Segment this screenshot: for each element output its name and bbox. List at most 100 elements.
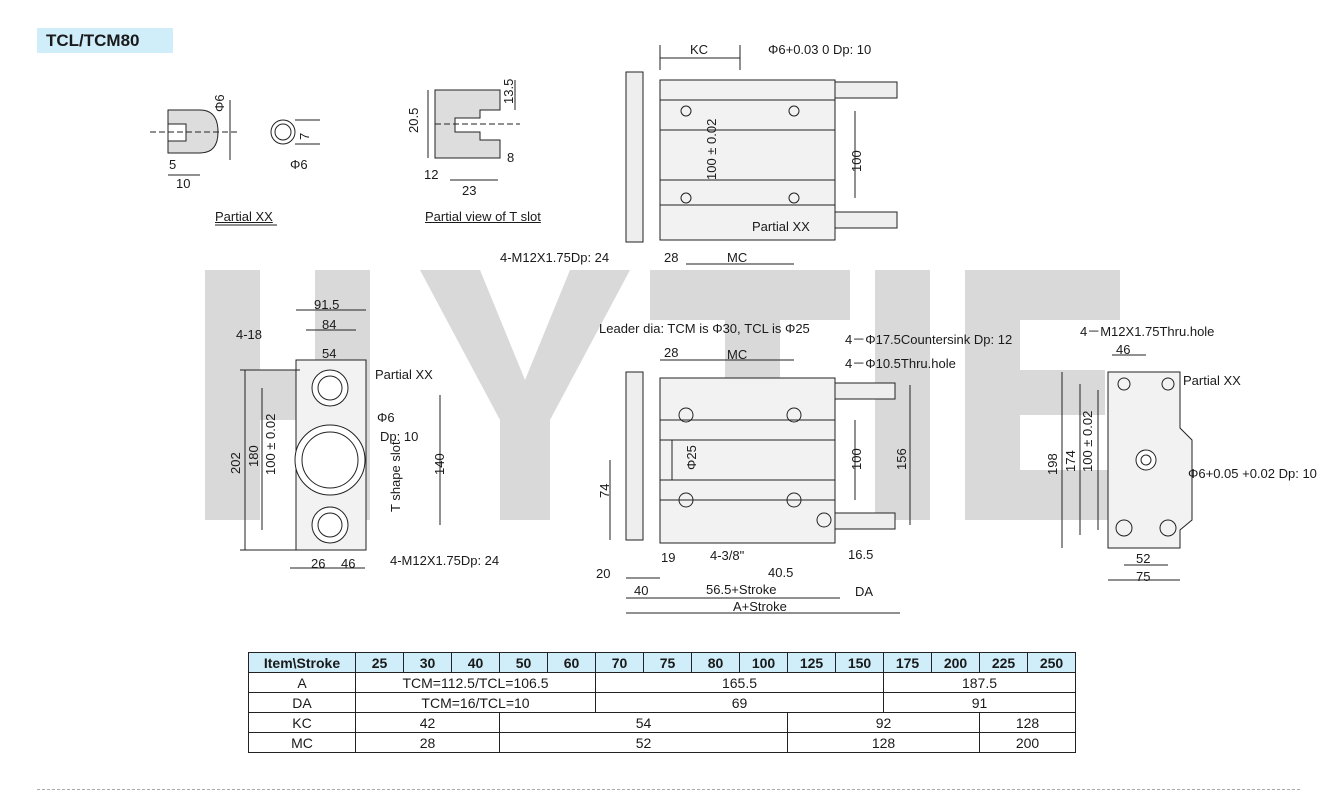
phi25-label: Φ25 <box>684 445 699 470</box>
header-stroke-150: 150 <box>835 652 884 673</box>
dim-75: 75 <box>1136 569 1151 584</box>
table-cell: 42 <box>355 712 500 733</box>
header-stroke-80: 80 <box>691 652 740 673</box>
row-item-label: DA <box>248 692 356 713</box>
header-stroke-70: 70 <box>595 652 644 673</box>
dim-100-front: 100 <box>849 448 864 470</box>
leader-dia-note: Leader dia: TCM is Φ30, TCL is Φ25 <box>599 321 810 336</box>
phi6-side: Φ6 <box>377 410 395 425</box>
dim-180: 180 <box>246 445 261 467</box>
table-cell: TCM=112.5/TCL=106.5 <box>355 672 596 693</box>
dim-4-3-8: 4-3/8" <box>710 548 745 563</box>
dim-198: 198 <box>1045 453 1060 475</box>
t-shape-slot: T shape slot <box>388 441 403 512</box>
dim-100-tol-top: 100 ± 0.02 <box>704 118 719 180</box>
table-cell: 69 <box>595 692 884 713</box>
dim-156: 156 <box>894 448 909 470</box>
table-cell: 91 <box>883 692 1076 713</box>
da-label: DA <box>855 584 874 599</box>
m12-dp24-side: 4-M12X1.75Dp: 24 <box>390 553 500 568</box>
m12-thru-note: 4－M12X1.75Thru.hole <box>1080 324 1215 339</box>
dim-26: 26 <box>311 556 326 571</box>
dim-28-top: 28 <box>664 250 679 265</box>
table-cell: 200 <box>979 732 1076 753</box>
t-slot-detail <box>427 80 520 181</box>
dim-202: 202 <box>228 452 243 474</box>
dim-19: 19 <box>661 550 676 565</box>
header-stroke-60: 60 <box>547 652 596 673</box>
table-cell: 92 <box>787 712 980 733</box>
header-stroke-175: 175 <box>883 652 932 673</box>
t-slot-caption: Partial view of T slot <box>425 209 541 224</box>
partial-xx-top: Partial XX <box>752 219 810 234</box>
table-cell: 54 <box>499 712 788 733</box>
dim-4-18: 4-18 <box>236 327 263 342</box>
divider <box>37 789 1300 790</box>
side-view <box>240 309 441 569</box>
dim-74: 74 <box>597 483 612 498</box>
dim-54: 54 <box>322 346 337 361</box>
dim-13-5: 13.5 <box>501 78 516 104</box>
row-item-label: A <box>248 672 356 693</box>
mc-label-front: MC <box>727 347 748 362</box>
a-stroke: A+Stroke <box>733 599 787 614</box>
phi6-dp10-top: Φ6+0.03 0 Dp: 10 <box>768 42 872 57</box>
table-cell: 165.5 <box>595 672 884 693</box>
stroke-56-5: 56.5+Stroke <box>706 582 777 597</box>
header-stroke-75: 75 <box>643 652 692 673</box>
header-stroke-50: 50 <box>499 652 548 673</box>
table-cell: TCM=16/TCL=10 <box>355 692 596 713</box>
dp10-side: Dp: 10 <box>380 429 419 444</box>
dim-23: 23 <box>462 183 477 198</box>
table-cell: 187.5 <box>883 672 1076 693</box>
dim-46-side: 46 <box>341 556 356 571</box>
partial-xx-detail <box>150 100 320 226</box>
table-cell: 128 <box>979 712 1076 733</box>
m12-dp24-top: 4-M12X1.75Dp: 24 <box>500 250 610 265</box>
header-stroke-100: 100 <box>739 652 788 673</box>
row-item-label: MC <box>248 732 356 753</box>
header-stroke-225: 225 <box>979 652 1028 673</box>
dim-91-5: 91.5 <box>314 297 340 312</box>
phi6-label-b: Φ6 <box>290 157 308 172</box>
row-item-label: KC <box>248 712 356 733</box>
table-cell: 128 <box>787 732 980 753</box>
header-stroke-30: 30 <box>403 652 452 673</box>
dim-8: 8 <box>507 150 515 165</box>
countersink-note: 4－Φ17.5Countersink Dp: 12 <box>845 332 1013 347</box>
dim-100-tol-side: 100 ± 0.02 <box>263 413 278 475</box>
header-stroke-250: 250 <box>1027 652 1076 673</box>
dim-40: 40 <box>634 583 649 598</box>
dim-5: 5 <box>169 157 177 172</box>
partial-xx-caption: Partial XX <box>215 209 273 224</box>
header-stroke-125: 125 <box>787 652 836 673</box>
dim-10: 10 <box>176 176 191 191</box>
dim-7: 7 <box>297 132 312 140</box>
dim-84: 84 <box>322 317 337 332</box>
top-view <box>625 45 898 265</box>
dim-52: 52 <box>1136 551 1151 566</box>
dim-20: 20 <box>596 566 611 581</box>
mc-label-top: MC <box>727 250 748 265</box>
front-view <box>609 359 911 614</box>
partial-xx-end: Partial XX <box>1183 373 1241 388</box>
phi6-dp10-end: Φ6+0.05 +0.02 Dp: 10 <box>1188 466 1317 481</box>
dim-28-front: 28 <box>664 345 679 360</box>
end-view <box>1061 354 1193 581</box>
header-item-stroke: Item\Stroke <box>248 652 356 673</box>
dim-20-5: 20.5 <box>406 107 421 133</box>
header-stroke-25: 25 <box>355 652 404 673</box>
kc-label-top: KC <box>690 42 709 57</box>
table-cell: 52 <box>499 732 788 753</box>
partial-xx-side: Partial XX <box>375 367 433 382</box>
dim-16-5: 16.5 <box>848 547 874 562</box>
page-title: TCL/TCM80 <box>37 28 173 53</box>
header-stroke-40: 40 <box>451 652 500 673</box>
